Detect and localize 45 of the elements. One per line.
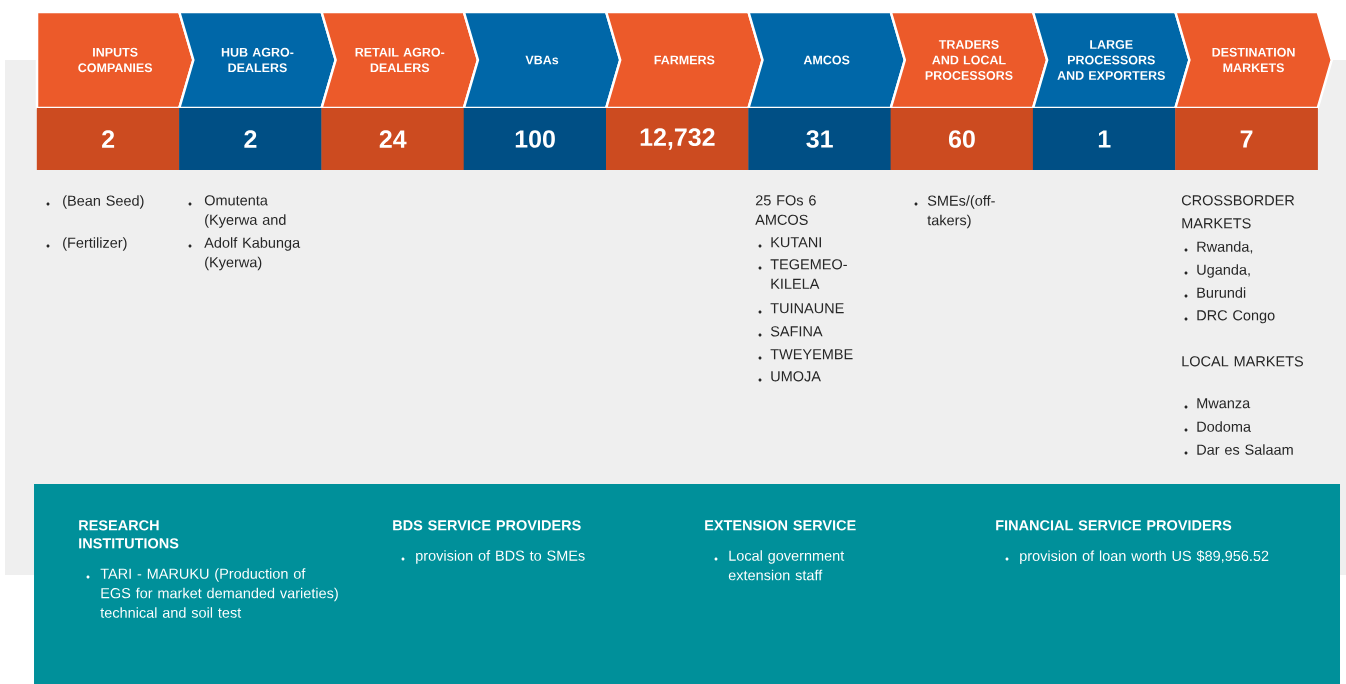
list-item: Rwanda, <box>1197 241 1253 254</box>
chevron-box: RETAIL AGRO-DEALERS <box>319 10 480 110</box>
number-band: 60 <box>890 108 1034 170</box>
list-item: Burundi <box>1197 287 1246 298</box>
list-item: (Fertilizer) <box>63 237 127 251</box>
list-item: SMEs/(off-takers) <box>927 195 995 229</box>
chevron-box: DESTINATION MARKETS <box>1173 10 1333 110</box>
list-item: Omutenta (Kyerwa and <box>204 195 286 228</box>
list-heading: CROSSBORDER MARKETS <box>1181 195 1295 229</box>
number-band: 31 <box>748 108 891 170</box>
list-item: provision of loan worth US $89,956.52 <box>1020 550 1269 564</box>
chevron-box: HUB AGRO-DEALERS <box>177 10 337 110</box>
list-item: KUTANI <box>771 237 821 248</box>
section-heading: RESEARCH INSTITUTIONS <box>79 520 179 549</box>
list-item: TEGEMEO-KILELA <box>770 259 847 289</box>
chevron-box: INPUTS COMPANIES <box>35 10 195 110</box>
list-heading: LOCAL MARKETS <box>1182 356 1303 367</box>
list-item: (Bean Seed) <box>63 195 144 209</box>
section-heading: BDS SERVICE PROVIDERS <box>393 520 581 531</box>
list-item: Dodoma <box>1197 421 1251 432</box>
number-band: 2 <box>36 108 180 170</box>
chevron-box: LARGE PROCESSORS AND EXPORTERS <box>1031 10 1191 110</box>
list-item: Local government extension staff <box>728 550 845 581</box>
list-item: SAFINA <box>770 326 823 337</box>
list-item: DRC Congo <box>1197 310 1275 324</box>
list-item: Uganda, <box>1197 264 1250 278</box>
list-item: Adolf Kabunga (Kyerwa) <box>204 237 301 271</box>
chevron-box: AMCOS <box>746 10 907 110</box>
number-band: 2 <box>179 108 322 170</box>
number-band: 24 <box>321 108 465 170</box>
list-item: UMOJA <box>771 371 821 382</box>
number-band: 12,732 <box>606 108 749 170</box>
number-band: 1 <box>1032 108 1176 170</box>
list-item: Mwanza <box>1197 398 1251 409</box>
list-item: TUINAUNE <box>770 303 844 314</box>
number-band: 100 <box>463 108 607 170</box>
list-heading: 25 FOs 6 AMCOS <box>755 195 816 225</box>
section-heading: FINANCIAL SERVICE PROVIDERS <box>996 520 1232 531</box>
section-heading: EXTENSION SERVICE <box>705 520 856 531</box>
list-item: provision of BDS to SMEs <box>416 550 585 564</box>
chevron-box: FARMERS <box>604 10 764 110</box>
list-item: TARI - MARUKU (Production of EGS for market demanded varieties) technical and soil test <box>100 568 338 618</box>
number-band: 7 <box>1175 108 1318 170</box>
list-item: Dar es Salaam <box>1197 444 1293 455</box>
list-item: TWEYEMBE <box>770 349 853 360</box>
